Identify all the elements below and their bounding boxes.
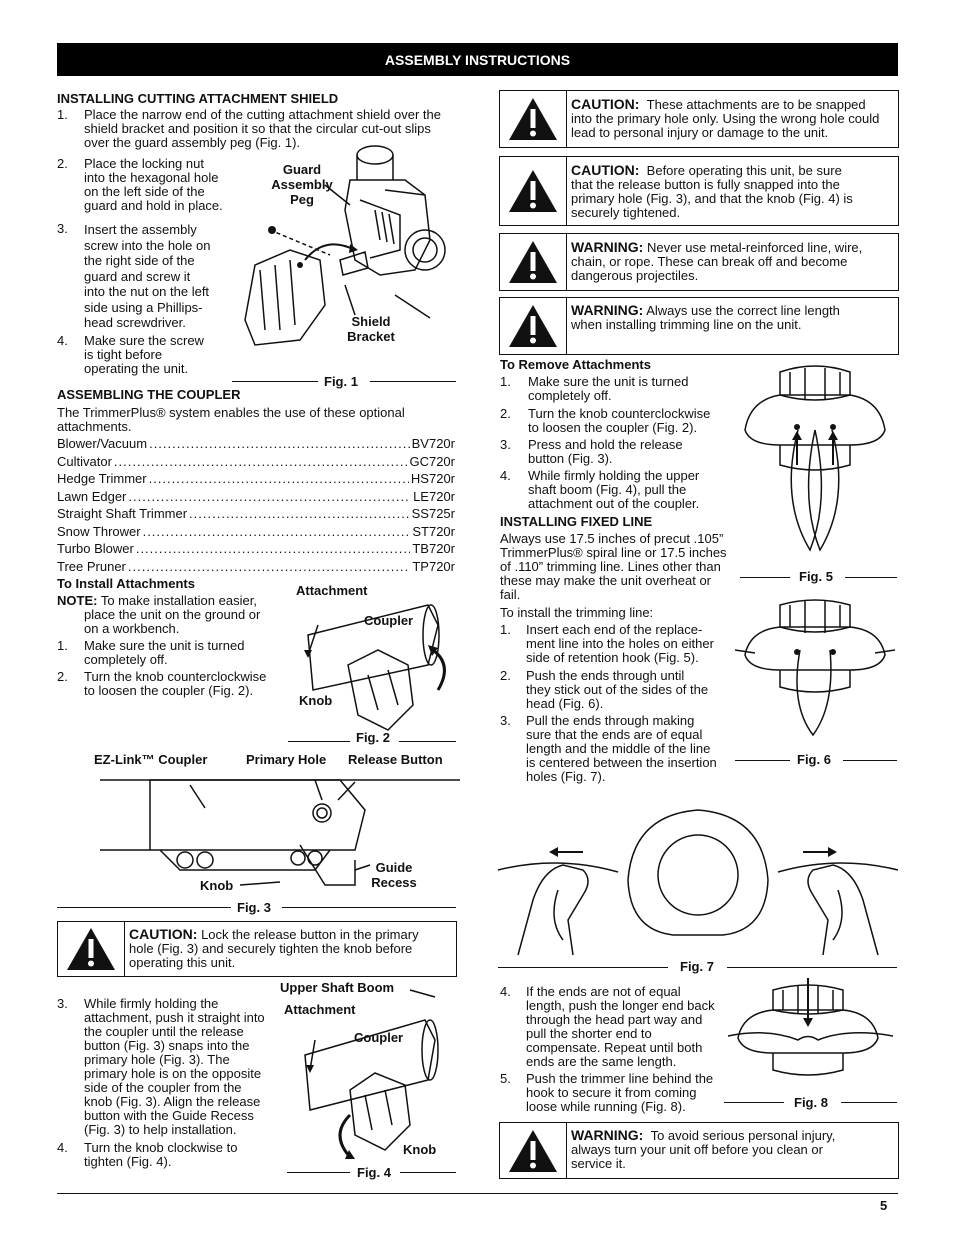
- fig4-illustration: [304, 989, 439, 1159]
- fig1-illustration: [244, 145, 446, 346]
- fig3-knob-label: Knob: [200, 878, 234, 893]
- fig1-caption: Fig. 1: [324, 374, 358, 389]
- fig4-knob-label: Knob: [403, 1142, 437, 1157]
- fig4-attachment-label: Attachment: [284, 1002, 356, 1017]
- remove-heading: To Remove Attachments: [500, 357, 651, 372]
- fig8-rule-left: [724, 1102, 784, 1103]
- fig6-caption: Fig. 6: [797, 752, 831, 767]
- fixed-line-heading: INSTALLING FIXED LINE: [500, 514, 653, 529]
- footer-rule: [57, 1193, 898, 1194]
- attachment-row: Blower/Vacuum...........................…: [57, 436, 455, 451]
- warning-box-length: WARNING: Always use the correct line len…: [499, 297, 899, 355]
- fig5-rule-left: [740, 577, 790, 578]
- fig4-rule-right: [400, 1172, 456, 1173]
- fig7-rule-left: [498, 967, 668, 968]
- fig8-rule-right: [841, 1102, 897, 1103]
- fixed-line-intro: Always use 17.5 inches of precut .105” T…: [500, 531, 727, 602]
- attachment-row: Snow Thrower............................…: [57, 523, 455, 539]
- fig1-rule-left: [232, 381, 318, 382]
- fig5-illustration: [744, 365, 886, 552]
- fig3-rule-right: [282, 907, 456, 908]
- install-note: NOTE: To make installation easier, place…: [57, 593, 261, 636]
- fig5-rule-right: [845, 577, 897, 578]
- fig3-ezlink-label: EZ-Link™ Coupler: [94, 752, 208, 767]
- fig6-rule-right: [843, 760, 897, 761]
- fig2-coupler-label: Coupler: [364, 613, 414, 628]
- fig3-release-label: Release Button: [348, 752, 443, 767]
- warning-box-metal: WARNING: Never use metal-reinforced line…: [499, 233, 899, 291]
- fig7-rule-right: [727, 967, 897, 968]
- fig7-caption: Fig. 7: [680, 959, 714, 974]
- attachment-row: Tree Pruner.............................…: [57, 558, 455, 574]
- shield-heading: INSTALLING CUTTING ATTACHMENT SHIELD: [57, 91, 339, 106]
- fig6-rule-left: [735, 760, 790, 761]
- page-number: 5: [880, 1198, 888, 1213]
- install-step-3: 3. While firmly holding the attachment, …: [57, 996, 265, 1137]
- warning-box-service: WARNING: To avoid serious personal injur…: [499, 1122, 899, 1179]
- coupler-heading: ASSEMBLING THE COUPLER: [57, 387, 241, 402]
- fig7-illustration: [497, 809, 899, 956]
- shield-step-2: 2. Place the locking nut into the hexago…: [57, 156, 223, 213]
- warning-triangle-icon: [500, 234, 567, 290]
- section-header: ASSEMBLY INSTRUCTIONS: [57, 43, 898, 76]
- line-step-1: 1. Insert each end of the replace-ment l…: [500, 622, 714, 665]
- fig2-illustration: [304, 604, 446, 731]
- fig3-rule-left: [57, 907, 231, 908]
- fig2-knob-label: Knob: [299, 693, 333, 708]
- fig3-caption: Fig. 3: [237, 900, 271, 915]
- fig4-coupler-label: Coupler: [354, 1030, 404, 1045]
- fig3-primary-label: Primary Hole: [246, 752, 327, 767]
- attachment-row: Hedge Trimmer...........................…: [57, 471, 455, 486]
- attachment-row: Lawn Edger..............................…: [57, 488, 455, 504]
- attachment-row: Cultivator..............................…: [57, 453, 455, 469]
- fig2-attachment-label: Attachment: [296, 583, 368, 598]
- shield-step-4: 4. Make sure the screw is tight before o…: [57, 333, 204, 376]
- shield-step-1: 1. Place the narrow end of the cutting a…: [57, 107, 441, 150]
- caution-box-release: CAUTION: Before operating this unit, be …: [499, 156, 899, 226]
- fig5-caption: Fig. 5: [799, 569, 833, 584]
- fig4-caption: Fig. 4: [357, 1165, 391, 1180]
- fig6-illustration: [734, 599, 896, 737]
- warning-triangle-icon: [58, 922, 125, 976]
- shield-step-3: 3. Insert the assembly screw into the ho…: [57, 221, 211, 331]
- attachment-row: Turbo Blower............................…: [57, 541, 455, 556]
- coupler-intro: The TrimmerPlus® system enables the use …: [57, 405, 405, 434]
- caution-box-lock: CAUTION: Lock the release button in the …: [57, 921, 457, 977]
- fig2-rule-right: [399, 741, 456, 742]
- attachments-list: Blower/Vacuum...........................…: [57, 437, 455, 577]
- fig2-rule-left: [288, 741, 350, 742]
- caution-box-snap: CAUTION: These attachments are to be sna…: [499, 90, 899, 148]
- fig8-caption: Fig. 8: [794, 1095, 828, 1110]
- warning-triangle-icon: [500, 91, 567, 147]
- to-install-line: To install the trimming line:: [500, 605, 654, 620]
- fig3-illustration: [100, 779, 460, 886]
- attachment-row: Straight Shaft Trimmer..................…: [57, 506, 455, 521]
- warning-triangle-icon: [500, 157, 567, 225]
- fig2-caption: Fig. 2: [356, 730, 390, 745]
- fig4-boom-label: Upper Shaft Boom: [280, 980, 395, 995]
- fig1-rule-right: [370, 381, 456, 382]
- fig8-illustration: [727, 978, 894, 1076]
- warning-triangle-icon: [500, 298, 567, 354]
- warning-triangle-icon: [500, 1123, 567, 1178]
- install-heading: To Install Attachments: [57, 576, 195, 591]
- fig4-rule-left: [287, 1172, 350, 1173]
